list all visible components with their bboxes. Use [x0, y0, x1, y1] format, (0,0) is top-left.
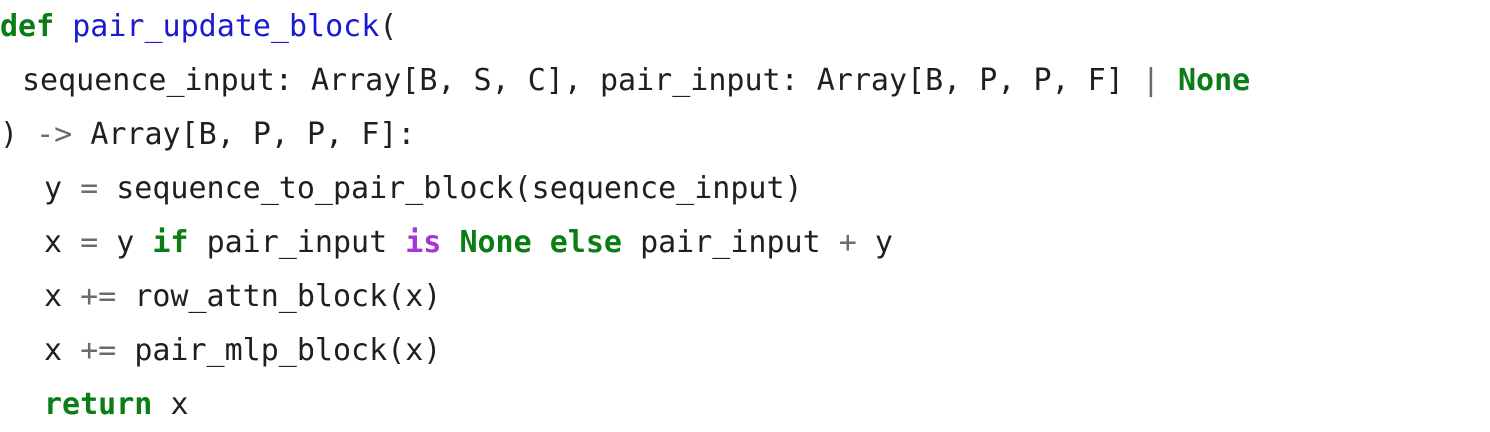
code-token-default — [98, 171, 116, 206]
code-token-default — [821, 225, 839, 260]
code-token-default — [134, 225, 152, 260]
code-block: def pair_update_block(sequence_input: Ar… — [0, 0, 1250, 422]
code-token-default: y — [116, 225, 135, 260]
code-token-keyword: return — [44, 387, 153, 422]
code-token-operator: | — [1141, 63, 1160, 98]
code-token-default: y — [874, 225, 893, 260]
code-token-default — [72, 117, 90, 152]
code-token-default: x — [44, 225, 63, 260]
code-token-default — [54, 9, 72, 44]
code-token-default — [62, 171, 80, 206]
code-token-default: row_attn_block(x) — [134, 279, 442, 314]
code-token-keyword: else — [549, 225, 622, 260]
code-token-default: x — [44, 279, 63, 314]
code-token-default: ) — [0, 117, 19, 152]
code-token-default: : — [780, 63, 817, 98]
code-token-operator: += — [80, 279, 117, 314]
code-token-operator: = — [80, 171, 99, 206]
code-token-default — [1124, 63, 1142, 98]
code-line-7: x += pair_mlp_block(x) — [44, 324, 441, 378]
code-token-operator: -> — [36, 117, 73, 152]
code-token-default — [1160, 63, 1178, 98]
code-token-operator: + — [838, 225, 857, 260]
code-token-default: ( — [379, 9, 398, 44]
code-line-8: return x — [44, 378, 189, 432]
code-token-default — [532, 225, 550, 260]
code-token-default — [387, 225, 405, 260]
code-token-operator: += — [80, 333, 117, 368]
code-token-default: pair_input — [206, 225, 388, 260]
code-token-keyword: if — [152, 225, 189, 260]
code-token-function-name: pair_update_block — [72, 9, 380, 44]
code-token-default — [62, 279, 80, 314]
code-line-2: sequence_input: Array[B, S, C], pair_inp… — [22, 54, 1250, 108]
code-token-default: x — [44, 333, 63, 368]
code-token-default — [622, 225, 640, 260]
code-token-default — [62, 225, 80, 260]
code-token-default: : — [397, 117, 416, 152]
code-token-default: : — [274, 63, 311, 98]
code-token-builtin-const: None — [1177, 63, 1251, 98]
code-token-default — [62, 333, 80, 368]
code-token-default: Array[B, P, P, F] — [90, 117, 398, 152]
code-token-default: x — [170, 387, 189, 422]
code-token-default: sequence_input — [22, 63, 275, 98]
code-token-default — [98, 225, 116, 260]
code-token-default — [116, 279, 134, 314]
code-token-builtin-const: None — [459, 225, 532, 260]
code-token-is-keyword: is — [405, 225, 442, 260]
code-line-1: def pair_update_block( — [0, 0, 397, 54]
code-line-6: x += row_attn_block(x) — [44, 270, 441, 324]
code-token-default: pair_mlp_block(x) — [134, 333, 442, 368]
code-token-default — [857, 225, 875, 260]
code-token-default: Array[B, P, P, F] — [816, 63, 1124, 98]
code-token-default — [189, 225, 207, 260]
code-token-default — [116, 333, 134, 368]
code-token-default: pair_input — [600, 63, 781, 98]
code-token-keyword: def — [0, 9, 55, 44]
code-token-default — [18, 117, 36, 152]
code-token-default: Array[B, S, C] — [311, 63, 564, 98]
code-line-5: x = y if pair_input is None else pair_in… — [44, 216, 893, 270]
code-line-4: y = sequence_to_pair_block(sequence_inpu… — [44, 162, 803, 216]
code-token-default: , — [563, 63, 600, 98]
code-token-default: sequence_to_pair_block(sequence_input) — [116, 171, 803, 206]
code-token-default: pair_input — [640, 225, 821, 260]
code-token-operator: = — [80, 225, 99, 260]
code-token-default — [152, 387, 170, 422]
code-token-default — [441, 225, 459, 260]
code-token-default: y — [44, 171, 63, 206]
code-line-3: ) -> Array[B, P, P, F]: — [0, 108, 415, 162]
